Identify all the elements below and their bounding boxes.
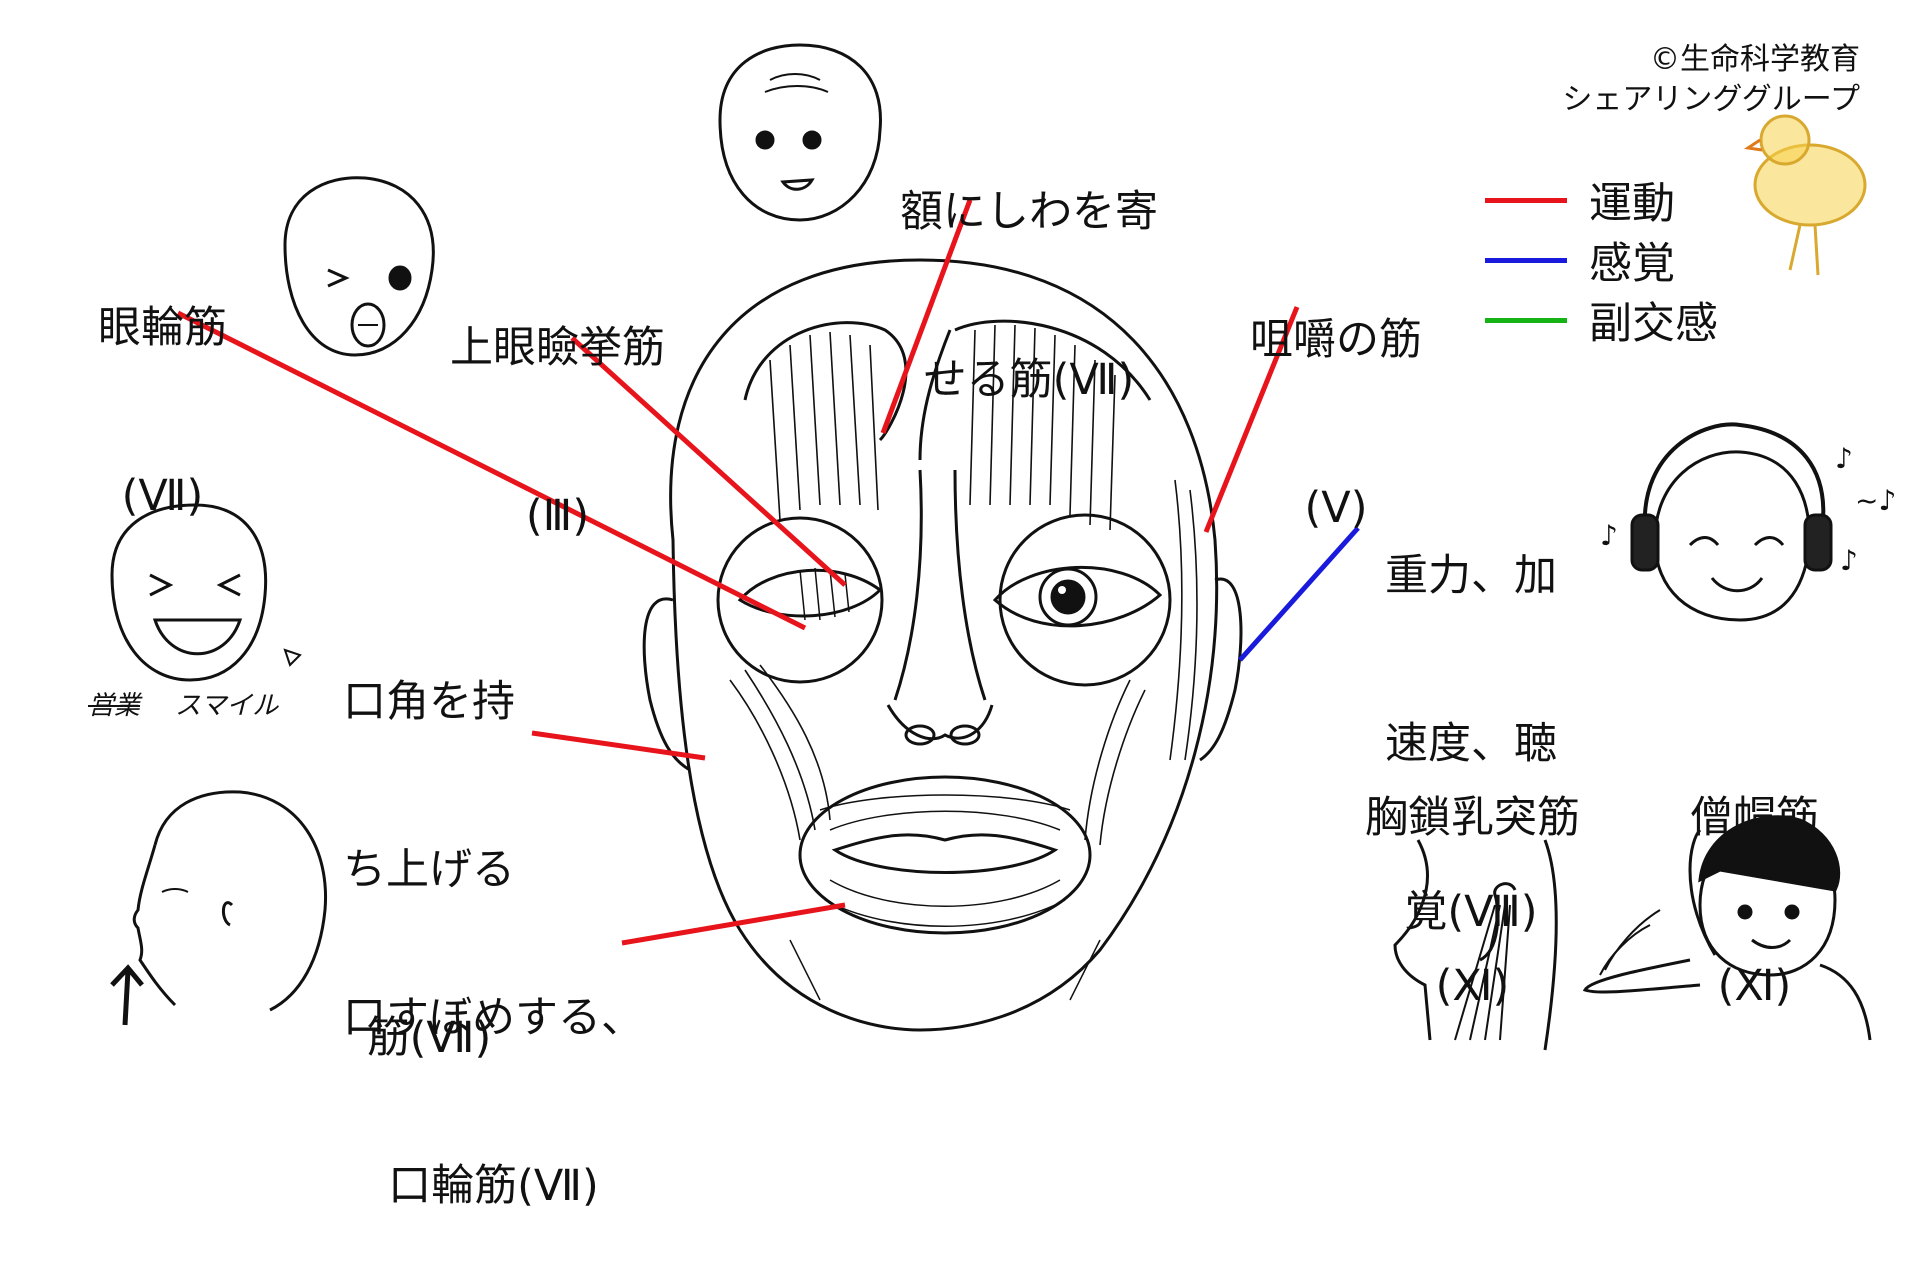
masseter-label: 咀嚼の筋 (Ⅴ) [1250, 200, 1422, 592]
neck-muscle-icon [1393, 839, 1558, 1051]
orbicularis-oris-pointer [621, 902, 846, 946]
legend-label-parasympathetic: 副交感 [1589, 299, 1718, 349]
orbicularis-oculi-label-line1: 眼輪筋 [98, 303, 227, 353]
vestibulocochlear-pointer [1238, 526, 1360, 662]
orbicularis-oris-label-line1: 口すぼめする、 [343, 993, 644, 1043]
legend-item-motor: 運動 [1485, 170, 1718, 230]
copyright-credit: ©生命科学教育 シェアリンググループ [1562, 40, 1860, 120]
orbicularis-oris-label-line2: 口輪筋(Ⅶ) [388, 1161, 599, 1211]
legend-swatch-sensory [1485, 257, 1567, 263]
frontalis-label-line1: 額にしわを寄 [900, 187, 1158, 237]
winking-face-icon [283, 176, 435, 357]
trapezius-label: 僧帽筋 (Ⅺ) [1690, 678, 1819, 1070]
svg-text:♪: ♪ [1835, 442, 1853, 475]
legend: 運動 感覚 副交感 [1485, 170, 1718, 350]
forehead-wrinkle-face-icon [718, 43, 882, 222]
vestibulocochlear-label-line1: 重力、加 [1385, 551, 1557, 601]
shrugging-boy-icon [1582, 815, 1872, 1041]
head-profile-icon [110, 790, 328, 1026]
frontalis-label: 額にしわを寄 せる筋(Ⅶ) [900, 72, 1158, 464]
levator-palpebrae-label-line2: (Ⅲ) [525, 491, 590, 541]
sternocleidomastoid-label-line2: (Ⅺ) [1435, 961, 1510, 1011]
levator-anguli-oris-label-line2: ち上げる [343, 845, 515, 895]
masseter-pointer [1203, 306, 1300, 533]
levator-palpebrae-label-line1: 上眼瞼挙筋 [450, 323, 665, 373]
chick-drawing-icon [1743, 114, 1867, 276]
vestibulocochlear-label-line2: 速度、聴 [1385, 719, 1557, 769]
levator-anguli-oris-label: 口角を持 ち上げる 筋(Ⅶ) [343, 562, 515, 1122]
orbicularis-oculi-label: 眼輪筋 (Ⅶ) [98, 188, 227, 580]
svg-text:♪: ♪ [1600, 519, 1618, 552]
crossed-word: 営業 [88, 691, 141, 721]
levator-palpebrae-label: 上眼瞼挙筋 (Ⅲ) [450, 208, 665, 600]
orbicularis-oculi-label-line2: (Ⅶ) [121, 471, 204, 521]
face-muscle-diagram: ♪ ~♪ ♪ ♪ [110, 43, 1896, 1051]
credit-line2: シェアリンググループ [1562, 82, 1860, 117]
masseter-label-line2: (Ⅴ) [1304, 483, 1368, 533]
laughing-face-icon [110, 503, 302, 682]
smile-caption: スマイル [175, 691, 279, 721]
levator-anguli-oris-label-line3: 筋(Ⅶ) [366, 1013, 492, 1063]
frontalis-pointer [880, 199, 973, 434]
levator-anguli-oris-pointer [531, 730, 706, 761]
sternocleidomastoid-label-line1: 胸鎖乳突筋 [1365, 793, 1580, 843]
legend-item-parasympathetic: 副交感 [1485, 290, 1718, 350]
legend-label-sensory: 感覚 [1589, 239, 1675, 289]
legend-swatch-motor [1485, 197, 1567, 203]
headphones-face-icon: ♪ ~♪ ♪ ♪ [1600, 422, 1896, 622]
legend-label-motor: 運動 [1589, 179, 1675, 229]
trapezius-label-line2: (Ⅺ) [1717, 961, 1792, 1011]
frontalis-label-line2: せる筋(Ⅶ) [923, 355, 1135, 405]
masseter-label-line1: 咀嚼の筋 [1250, 315, 1422, 365]
trapezius-label-line1: 僧帽筋 [1690, 793, 1819, 843]
svg-text:~♪: ~♪ [1855, 484, 1896, 517]
levator-anguli-oris-label-line1: 口角を持 [343, 677, 515, 727]
orbicularis-oris-label: 口すぼめする、 口輪筋(Ⅶ) [343, 878, 644, 1270]
orbicularis-oculi-pointer [176, 310, 807, 631]
levator-palpebrae-pointer [570, 336, 847, 587]
vestibulocochlear-label: 重力、加 速度、聴 覚(Ⅷ) [1385, 436, 1557, 996]
credit-line1: ©生命科学教育 [1650, 42, 1860, 77]
vestibulocochlear-label-line3: 覚(Ⅷ) [1404, 887, 1538, 937]
legend-item-sensory: 感覚 [1485, 230, 1718, 290]
pointer-lines [176, 199, 1360, 946]
sternocleidomastoid-label: 胸鎖乳突筋 (Ⅺ) [1365, 678, 1580, 1070]
svg-text:♪: ♪ [1840, 544, 1858, 577]
legend-swatch-parasympathetic [1485, 317, 1567, 323]
face-muscle-anatomy-icon [642, 258, 1243, 1032]
